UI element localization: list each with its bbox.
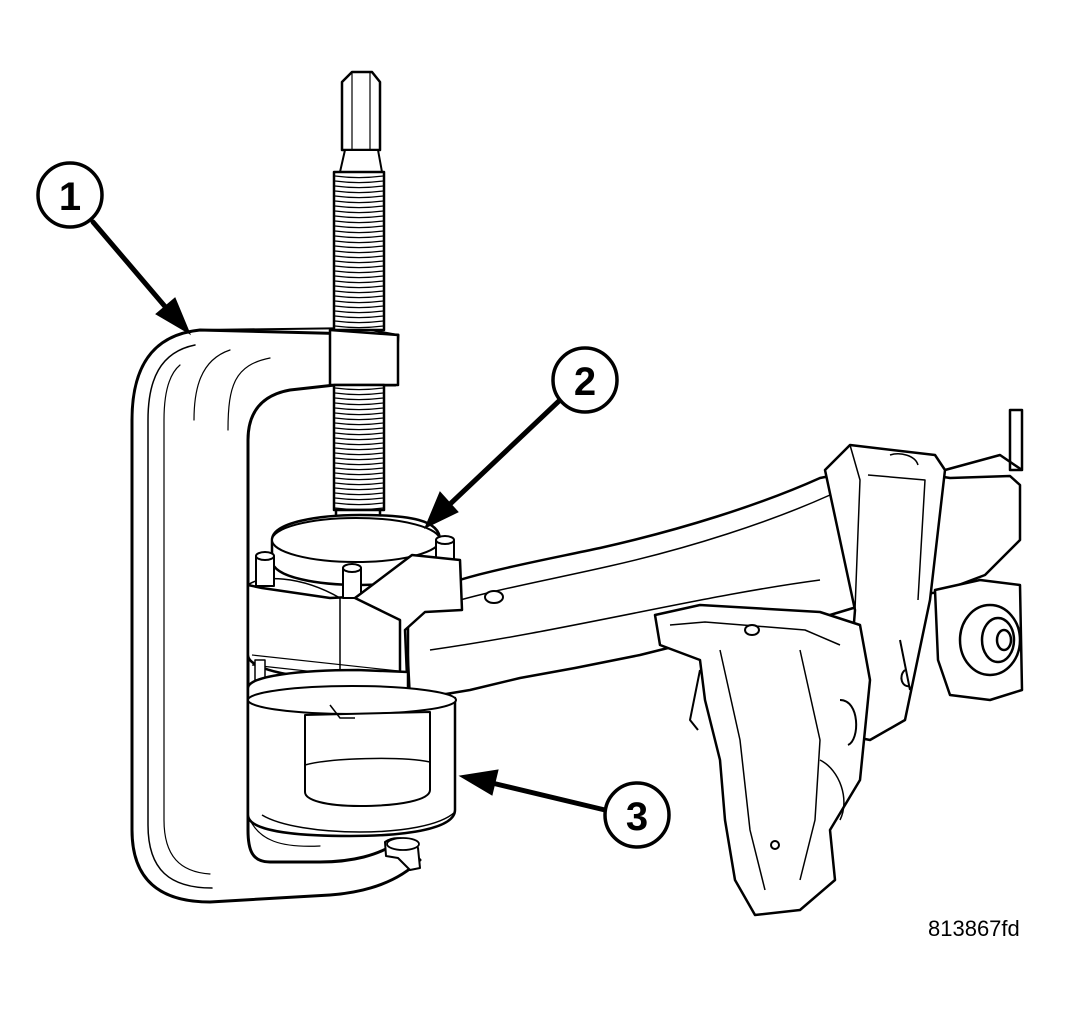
forcing-screw [332,70,386,542]
thread-line [334,407,384,411]
thread-line [334,432,384,436]
thread-line [334,422,384,426]
thread-line [334,245,384,249]
thread-line [334,452,384,456]
callout-2: 2 [551,346,619,414]
thread-line [334,205,384,209]
thread-line [334,310,384,314]
thread-line [334,467,384,471]
thread-line [334,497,384,501]
thread-line [334,200,384,204]
thread-line [334,275,384,279]
thread-line [334,502,384,506]
thread-line [334,285,384,289]
thread-line [334,255,384,259]
callout-1-label: 1 [59,175,81,219]
thread-line [334,412,384,416]
thread-line [334,260,384,264]
thread-line [334,442,384,446]
installer-cup [246,513,464,871]
thread-line [334,295,384,299]
thread-line [334,220,384,224]
thread-line [334,472,384,476]
thread-line [334,250,384,254]
thread-line [334,175,384,179]
thread-line [334,225,384,229]
thread-line [334,265,384,269]
thread-line [334,315,384,319]
thread-line [334,417,384,421]
thread-line [334,305,384,309]
thread-line [334,240,384,244]
thread-line [334,290,384,294]
thread-line [334,402,384,406]
callout-3-label: 3 [626,795,648,839]
thread-line [334,427,384,431]
callout-arrows [90,219,608,813]
thread-line [334,235,384,239]
thread-line [334,482,384,486]
thread-line [334,190,384,194]
thread-line [334,462,384,466]
thread-line [334,195,384,199]
thread-line [334,437,384,441]
thread-line [334,270,384,274]
callout-2-label: 2 [574,360,596,404]
thread-line [334,215,384,219]
lower-bracket [653,603,872,917]
thread-line [334,477,384,481]
thread-line [334,210,384,214]
thread-line [334,387,384,391]
thread-line [334,447,384,451]
callout-3: 3 [603,781,671,849]
screw-threads [334,175,384,511]
thread-line [334,487,384,491]
thread-line [334,320,384,324]
thread-line [334,392,384,396]
figure-id: 813867fd [928,916,1020,941]
thread-line [334,325,384,329]
frame-rail [899,408,1024,702]
thread-line [334,185,384,189]
thread-line [334,457,384,461]
thread-line [334,300,384,304]
thread-line [334,280,384,284]
thread-line [334,230,384,234]
thread-line [334,397,384,401]
thread-line [334,180,384,184]
thread-line [334,492,384,496]
callout-1: 1 [36,161,104,229]
